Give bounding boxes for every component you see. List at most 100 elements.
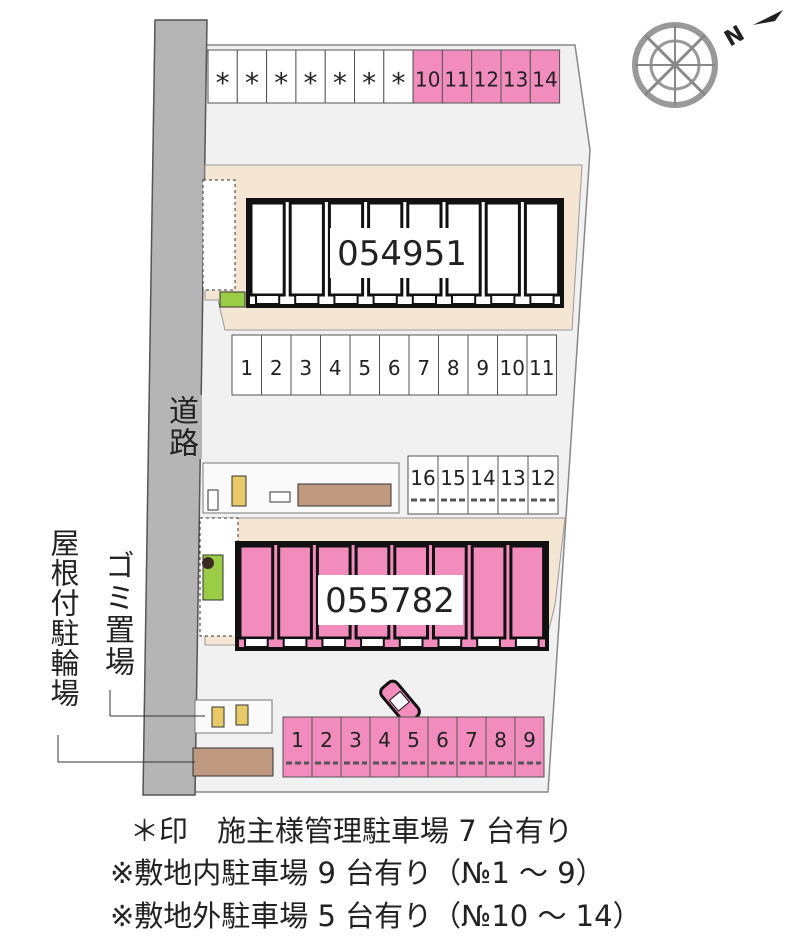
parking-slot-number: 4 [378, 728, 391, 752]
parking-slot-number: * [362, 67, 376, 100]
unit-balcony [451, 294, 477, 305]
unit-balcony [476, 637, 501, 648]
parking-slot [295, 49, 326, 104]
parking-slot-number: 11 [529, 356, 554, 380]
parking-slot-number: * [391, 67, 405, 100]
unit-balcony [514, 637, 540, 648]
building-label-bg [330, 228, 475, 278]
parking-slot [282, 716, 313, 778]
parking-slot-number: * [333, 67, 347, 100]
parking-slot-number: 13 [500, 466, 525, 490]
parking-slot-number: 16 [410, 466, 435, 490]
building-unit [509, 544, 546, 640]
parking-slot-number: 5 [358, 356, 371, 380]
unit-balcony [437, 637, 463, 648]
parking-slot [497, 334, 528, 396]
parking-slot [529, 49, 561, 104]
compass-icon: N [632, 10, 783, 108]
planting-1 [219, 291, 246, 308]
building-unit [470, 544, 507, 640]
unit-balcony [255, 294, 281, 305]
parking-slot [320, 334, 351, 396]
building-unit [277, 544, 313, 640]
unit-balcony [244, 637, 269, 648]
parking-slot-number: 2 [320, 728, 333, 752]
parking-slot [383, 49, 414, 104]
small-box [207, 489, 219, 511]
parking-slot [236, 49, 268, 104]
unit-balcony [282, 637, 308, 648]
note-owner-parking: ＊印 施主様管理駐車場 7 台有り [130, 814, 573, 848]
building-unit [484, 201, 521, 297]
parking-slot [471, 49, 502, 104]
building-unit [523, 201, 561, 297]
building-id-054951: 054951 [337, 234, 467, 274]
parking-slot-number: 7 [465, 728, 478, 752]
building-unit [249, 201, 286, 297]
bicycle-area [194, 699, 273, 734]
parking-slot-number: 8 [447, 356, 460, 380]
unit-balcony [372, 294, 398, 305]
parking-slot [408, 334, 439, 396]
garbage-area-label: ゴミ置場 [99, 550, 134, 678]
garbage-box-icon [231, 475, 247, 507]
parking-slot-number: 15 [440, 466, 465, 490]
parking-slot-number: 6 [436, 728, 449, 752]
parking-slot-number: 1 [291, 728, 304, 752]
parking-slot-number: 10 [415, 68, 440, 92]
parking-slot-number: 10 [500, 356, 525, 380]
road-label: 道路 [158, 395, 202, 459]
parking-slot-number: 14 [532, 68, 557, 92]
parking-slot-number: 14 [470, 466, 495, 490]
parking-slot-number: * [304, 67, 318, 100]
parking-slot [514, 716, 545, 778]
unit-balcony [529, 294, 555, 305]
parking-slot [261, 334, 292, 396]
tree-icon [202, 557, 214, 569]
parking-slot-number: 2 [270, 356, 283, 380]
parking-slot-number: * [274, 67, 288, 100]
bicycle-shed [192, 747, 274, 777]
parking-slot [412, 49, 443, 104]
note-offsite-parking: ※敷地外駐車場 5 台有り（№10 ～ 14） [110, 899, 642, 933]
parking-slot-number: 11 [444, 68, 469, 92]
unit-balcony [490, 294, 516, 305]
parking-slot [526, 334, 557, 396]
parking-slot [231, 334, 262, 396]
parking-slot [379, 334, 410, 396]
small-box-2 [269, 491, 291, 503]
building-label-bg [318, 575, 463, 625]
parking-slot-number: 9 [523, 728, 536, 752]
parking-slot [467, 334, 498, 396]
parking-slot [407, 455, 439, 515]
building-unit [288, 201, 325, 297]
parking-slot-number: 3 [349, 728, 362, 752]
bicycle-shed-top [297, 483, 392, 507]
parking-slot [369, 716, 400, 778]
unit-balcony [333, 294, 359, 305]
box-icon [211, 706, 225, 728]
note-onsite-parking: ※敷地内駐車場 9 台有り（№1 ～ 9） [110, 856, 605, 890]
building-id-055782: 055782 [325, 581, 455, 621]
parking-slot-number: 12 [474, 68, 499, 92]
parking-slot-number: 6 [388, 356, 401, 380]
unit-balcony [398, 637, 424, 648]
parking-slot [500, 49, 531, 104]
parking-slot [438, 334, 469, 396]
parking-slot-number: 12 [530, 466, 555, 490]
parking-slot-number: * [216, 67, 230, 100]
parking-slot-number: * [245, 67, 259, 100]
parking-slot-number: 7 [417, 356, 430, 380]
parking-slot [497, 455, 529, 515]
parking-slot [456, 716, 487, 778]
parking-slot [290, 334, 321, 396]
unit-balcony [294, 294, 320, 305]
parking-slot [398, 716, 429, 778]
parking-slot [324, 49, 356, 104]
building-unit [238, 544, 275, 640]
parking-slot [527, 455, 559, 515]
parking-slot-number: 8 [494, 728, 507, 752]
compass-north-label: N [721, 21, 749, 52]
